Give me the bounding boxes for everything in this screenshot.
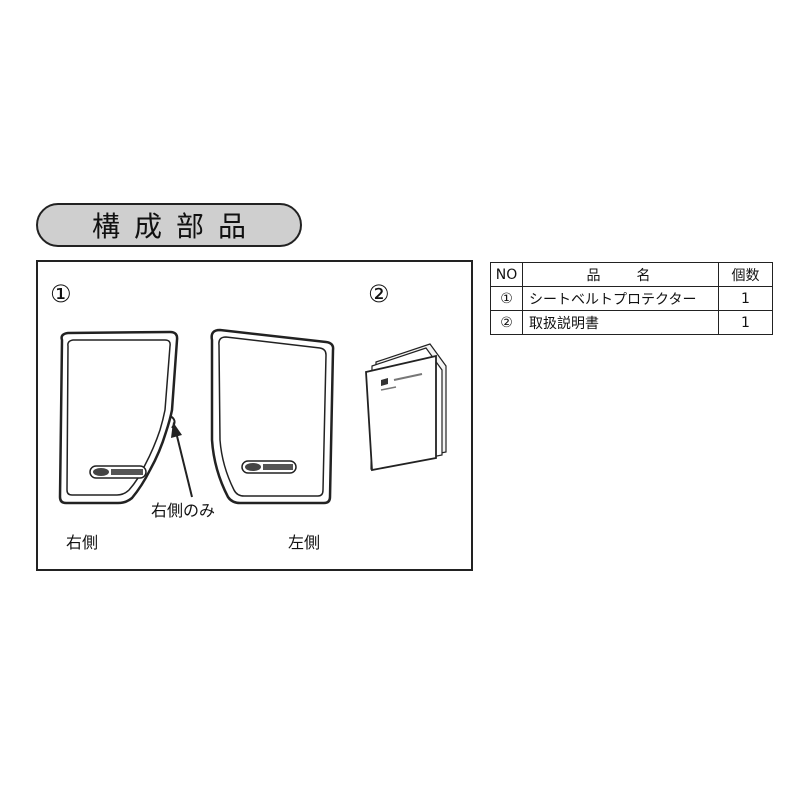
seatbelt-protector-left xyxy=(210,328,335,505)
table-header-row: NO 品名 個数 xyxy=(490,262,773,287)
item-1-marker: ① xyxy=(50,280,72,308)
right-only-label: 右側のみ xyxy=(151,501,216,520)
row-no: ① xyxy=(490,286,523,311)
header-name: 品名 xyxy=(522,262,719,287)
header-no: NO xyxy=(490,262,523,287)
table-row: ① シートベルトプロテクター 1 xyxy=(490,286,773,311)
subaru-logo-left xyxy=(241,460,297,474)
row-qty: 1 xyxy=(718,286,773,311)
section-title: 構成部品 xyxy=(91,210,260,243)
item-2-marker: ② xyxy=(368,280,390,308)
table-row: ② 取扱説明書 1 xyxy=(490,310,773,335)
instruction-manual xyxy=(365,343,447,472)
section-title-banner: 構成部品 xyxy=(36,203,302,247)
row-qty: 1 xyxy=(718,310,773,335)
parts-table: NO 品名 個数 ① シートベルトプロテクター 1 ② 取扱説明書 1 xyxy=(490,262,773,335)
parts-illustration-box xyxy=(36,260,473,571)
row-name: 取扱説明書 xyxy=(522,310,719,335)
row-no: ② xyxy=(490,310,523,335)
right-side-label: 右側 xyxy=(66,533,99,552)
header-qty: 個数 xyxy=(718,262,773,287)
subaru-logo-right xyxy=(89,465,147,479)
right-only-pointer-arrow xyxy=(171,422,193,498)
left-side-label: 左側 xyxy=(288,533,321,552)
row-name: シートベルトプロテクター xyxy=(522,286,719,311)
